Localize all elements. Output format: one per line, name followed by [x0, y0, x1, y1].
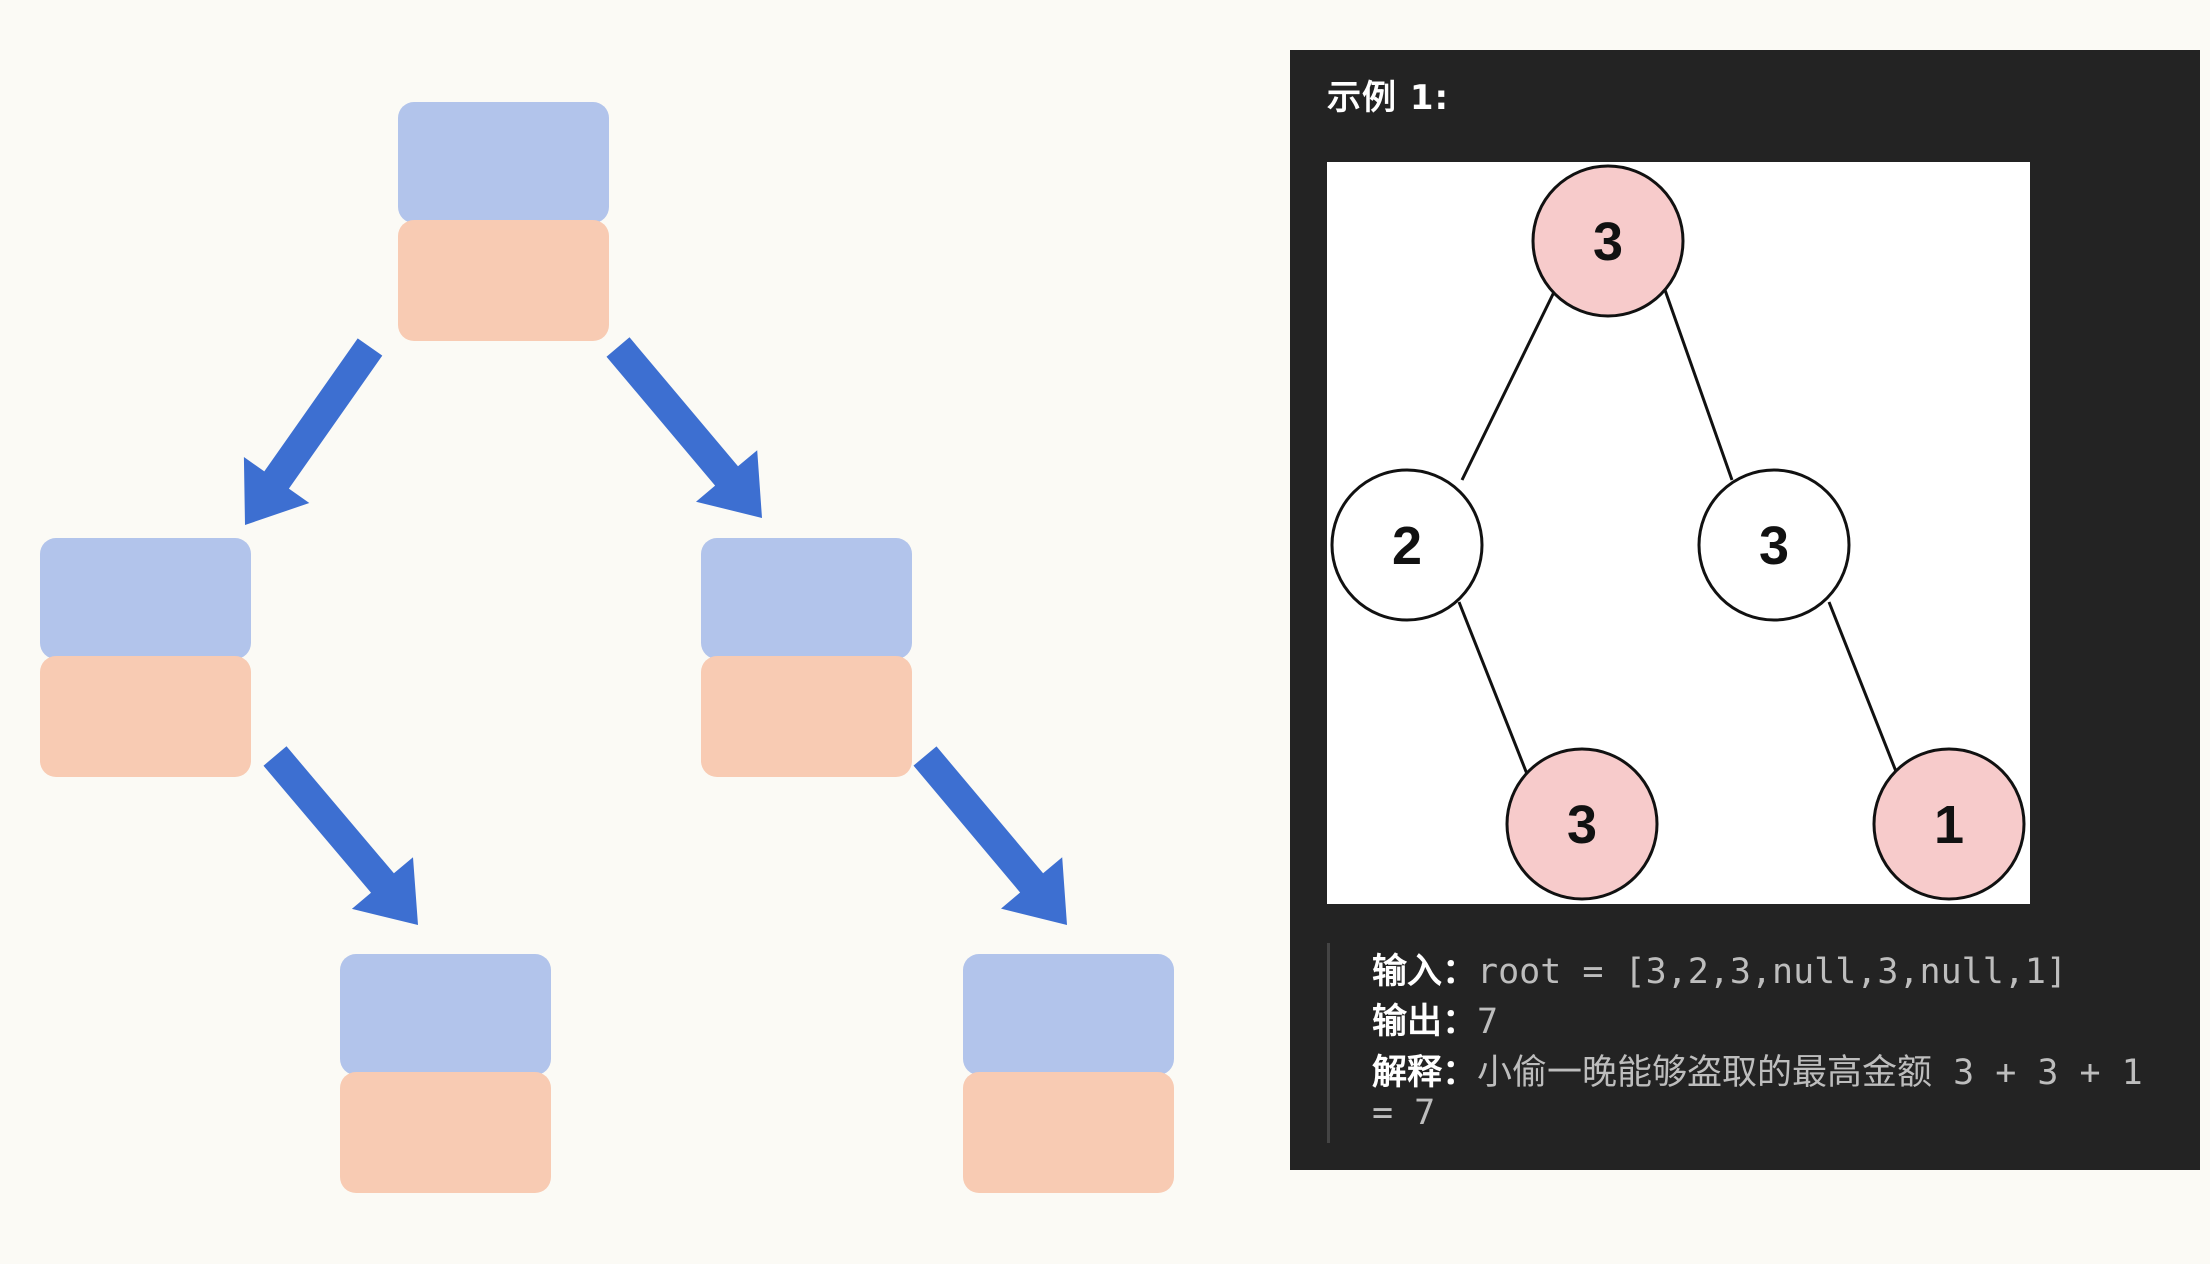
example-panel: 示例 1: 3 2 3 3 1 输入：root = [3,2,3,null,3,null…: [1290, 50, 2200, 1170]
tree-node-circle: [1872, 747, 2026, 901]
dp-block-right-right: [963, 954, 1174, 1193]
tree-node-circle: [1531, 164, 1685, 318]
arrow-root-to-left: [243, 338, 383, 525]
dp-block-root: [398, 102, 609, 341]
tree-node-value: 2: [1392, 516, 1422, 576]
tree-node-value: 3: [1567, 795, 1597, 855]
tree-node-root: 3: [1531, 164, 1685, 318]
dp-block-root-bottom: [398, 220, 609, 341]
tree-node-left-right: 3: [1505, 747, 1659, 901]
output-label: 输出：: [1372, 1002, 1478, 1042]
tree-edge-root-left: [1460, 289, 1557, 481]
dp-block-right-right-top: [963, 954, 1174, 1075]
arrow-left-to-leftright: [263, 746, 418, 925]
explain-label: 解释：: [1372, 1053, 1478, 1093]
tree-node-circle: [1697, 468, 1851, 622]
dp-block-right-bottom: [701, 656, 912, 777]
example-title: 示例 1:: [1327, 78, 1450, 118]
dp-block-left-right-bottom: [340, 1072, 551, 1193]
arrow-root-to-right: [606, 337, 762, 518]
explain-line: 解释：小偷一晚能够盗取的最高金额 3 + 3 + 1: [1372, 1044, 2143, 1095]
tree-node-circle: [1505, 747, 1659, 901]
input-label: 输入：: [1372, 952, 1478, 992]
tree-node-value: 3: [1593, 212, 1623, 272]
tree-node-circle: [1330, 468, 1484, 622]
tree-edge-left-leftright: [1457, 601, 1529, 775]
dp-block-right: [701, 538, 912, 777]
tree-node-left: 2: [1330, 468, 1484, 622]
dp-block-left-right: [340, 954, 551, 1193]
tree-node-right: 3: [1697, 468, 1851, 622]
tree-node-value: 3: [1759, 516, 1789, 576]
tree-node-value: 1: [1934, 795, 1964, 855]
tree-node-right-right: 1: [1872, 747, 2026, 901]
tree-edge-root-right: [1663, 289, 1734, 481]
tree-edge-right-rightright: [1827, 601, 1899, 775]
dp-block-left-top: [40, 538, 251, 659]
explain-expr: 3 + 3 + 1: [1932, 1053, 2143, 1093]
output-value: 7: [1477, 1002, 1499, 1042]
dp-block-left-bottom: [40, 656, 251, 777]
io-block: 输入：root = [3,2,3,null,3,null,1] 输出：7 解释：…: [1327, 943, 2190, 1143]
output-line: 输出：7: [1372, 993, 1498, 1044]
dp-block-left-right-top: [340, 954, 551, 1075]
input-value: root = [3,2,3,null,3,null,1]: [1477, 952, 2068, 992]
dp-block-right-right-bottom: [963, 1072, 1174, 1193]
dp-block-root-top: [398, 102, 609, 223]
dp-block-left: [40, 538, 251, 777]
input-line: 输入：root = [3,2,3,null,3,null,1]: [1372, 943, 2067, 994]
explain-continuation: = 7: [1372, 1093, 1436, 1133]
explain-text: 小偷一晚能够盗取的最高金额: [1477, 1053, 1933, 1093]
tree-figure: 3 2 3 3 1: [1327, 162, 2030, 904]
dp-block-right-top: [701, 538, 912, 659]
arrow-right-to-rightright: [913, 746, 1067, 925]
